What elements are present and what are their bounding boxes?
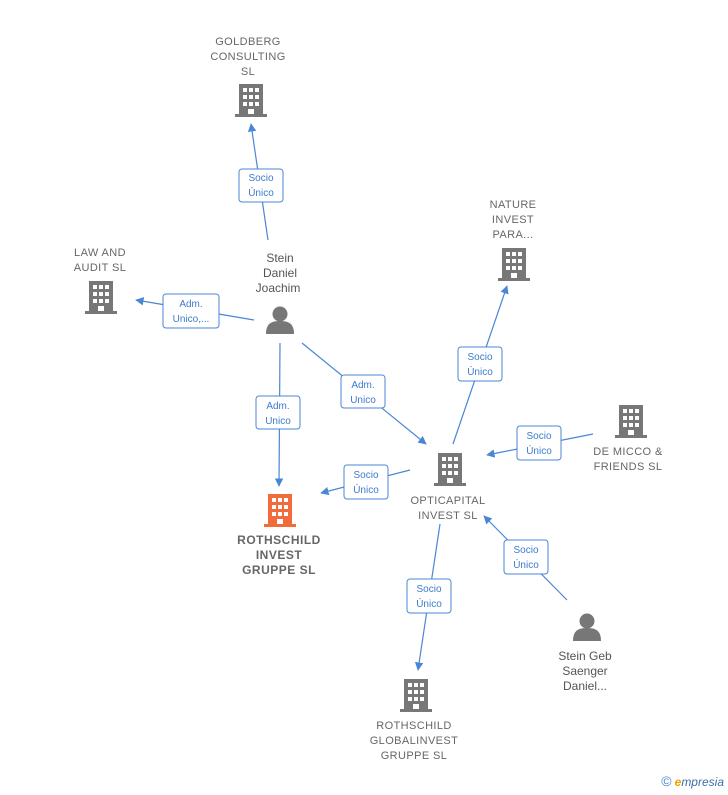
edge-label-opticapital-nature[interactable]: Socio Único: [457, 346, 503, 382]
node-de-micco-friends[interactable]: DE MICCO & FRIENDS SL: [593, 405, 663, 473]
node-stein-geb-saenger[interactable]: Stein Geb Saenger Daniel...: [558, 613, 612, 694]
building-icon: [400, 679, 432, 712]
edge-label-line-1: Adm.: [179, 299, 202, 310]
edge-label-line-2: Unico: [265, 416, 291, 427]
copyright-symbol: ©: [661, 773, 672, 789]
node-label-line-3: SL: [241, 66, 255, 78]
logo-name: mpresia: [681, 775, 724, 789]
person-icon: [266, 306, 294, 334]
node-law-and-audit[interactable]: LAW AND AUDIT SL: [74, 247, 127, 314]
empresia-logo: ©empresia: [661, 773, 724, 789]
node-label-line-1: ROTHSCHILD: [376, 720, 452, 732]
edge-label-stein-law[interactable]: Adm. Unico,...: [162, 293, 220, 329]
edge-label-line-1: Socio: [513, 545, 538, 556]
node-label-line-1: OPTICAPITAL: [410, 495, 485, 507]
edge-label-line-1: Socio: [467, 352, 492, 363]
edge-label-steingeb-opticapital[interactable]: Socio Único: [503, 539, 549, 575]
node-opticapital-invest[interactable]: OPTICAPITAL INVEST SL: [410, 453, 485, 522]
node-label-line-1: ROTHSCHILD: [237, 533, 321, 547]
node-label-line-3: Joachim: [256, 281, 301, 295]
node-label-line-2: INVEST: [492, 214, 534, 226]
edge-label-line-1: Socio: [248, 173, 273, 184]
node-label-line-3: GRUPPE SL: [242, 563, 316, 577]
person-icon: [573, 613, 601, 641]
node-label-line-1: NATURE: [490, 199, 537, 211]
edge-label-opticapital-global[interactable]: Socio Único: [406, 578, 452, 614]
edge-label-opticapital-rothschild[interactable]: Socio Único: [343, 464, 389, 500]
node-label-line-1: LAW AND: [74, 247, 126, 259]
node-label-line-1: DE MICCO &: [593, 446, 663, 458]
edge-label-line-1: Socio: [526, 431, 551, 442]
node-label-line-2: GLOBALINVEST: [370, 735, 459, 747]
building-icon: [615, 405, 647, 438]
node-label-line-1: GOLDBERG: [215, 36, 281, 48]
edge-label-line-1: Adm.: [351, 380, 374, 391]
edge-label-line-2: Único: [416, 597, 442, 610]
logo-letter: e: [674, 775, 682, 789]
edge-label-line-2: Unico: [350, 395, 376, 406]
node-label-line-3: Daniel...: [563, 679, 607, 693]
edge-label-line-2: Único: [467, 365, 493, 378]
edge-label-line-2: Unico,...: [173, 314, 210, 325]
edge-label-stein-rothschild[interactable]: Adm. Unico: [255, 395, 301, 430]
edge-label-line-2: Único: [353, 483, 379, 496]
node-label-line-3: GRUPPE SL: [381, 750, 448, 762]
node-label-line-1: Stein Geb: [558, 649, 612, 663]
node-stein-daniel-joachim[interactable]: Stein Daniel Joachim: [256, 251, 301, 334]
node-rothschild-globalinvest[interactable]: ROTHSCHILD GLOBALINVEST GRUPPE SL: [370, 679, 459, 762]
edge-label-line-2: Único: [526, 444, 552, 457]
building-icon: [498, 248, 530, 281]
edge-label-line-1: Socio: [416, 584, 441, 595]
building-icon: [434, 453, 466, 486]
building-icon: [264, 494, 296, 527]
edge-label-line-2: Único: [513, 558, 539, 571]
node-label-line-2: INVEST SL: [418, 510, 478, 522]
node-label-line-2: Saenger: [562, 664, 607, 678]
node-label-line-3: PARA...: [492, 229, 533, 241]
node-label-line-2: AUDIT SL: [74, 262, 127, 274]
node-label-line-1: Stein: [266, 251, 293, 265]
node-rothschild-invest-gruppe[interactable]: ROTHSCHILD INVEST GRUPPE SL: [237, 494, 321, 577]
edge-label-stein-goldberg[interactable]: Socio Único: [238, 168, 284, 203]
node-label-line-2: FRIENDS SL: [594, 461, 663, 473]
node-label-line-2: INVEST: [256, 548, 303, 562]
building-icon: [235, 84, 267, 117]
edge-label-line-1: Adm.: [266, 401, 289, 412]
node-nature-invest[interactable]: NATURE INVEST PARA...: [490, 199, 537, 281]
node-goldberg-consulting[interactable]: GOLDBERG CONSULTING SL: [210, 36, 285, 117]
building-icon: [85, 281, 117, 314]
node-label-line-2: Daniel: [263, 266, 297, 280]
edge-label-demicco-opticapital[interactable]: Socio Único: [516, 425, 562, 461]
node-label-line-2: CONSULTING: [210, 51, 285, 63]
edge-label-line-2: Único: [248, 186, 274, 199]
edge-label-stein-opticapital[interactable]: Adm. Unico: [340, 374, 386, 409]
edge-label-line-1: Socio: [353, 470, 378, 481]
